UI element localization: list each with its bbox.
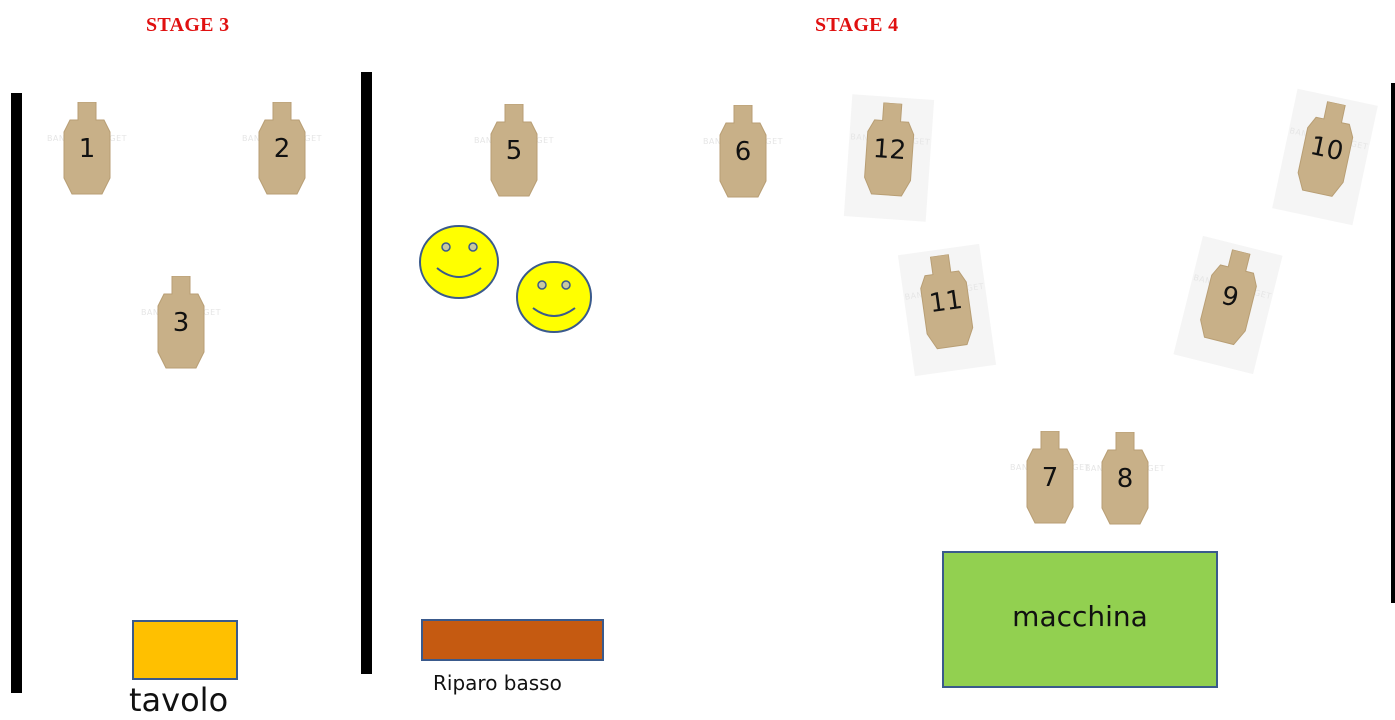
target-11: BANKWAY TARGET 11 — [897, 243, 997, 377]
target-number: 1 — [78, 134, 96, 164]
target-number: 7 — [1041, 463, 1059, 493]
target-silhouette-icon — [1200, 248, 1257, 346]
target-silhouette-icon — [719, 105, 767, 198]
target-1: BANKWAY TARGET 1 — [47, 102, 127, 212]
target-number: 6 — [734, 137, 752, 167]
target-silhouette-icon — [157, 276, 205, 369]
target-silhouette-icon — [63, 102, 111, 195]
target-9: BANKWAY TARGET 9 — [1173, 235, 1283, 375]
target-3: BANKWAY TARGET 3 — [141, 276, 221, 386]
target-silhouette-icon — [1026, 431, 1074, 524]
riparo-basso-box — [421, 619, 604, 661]
wall-left — [11, 93, 22, 693]
target-number: 2 — [273, 134, 291, 164]
target-number: 12 — [872, 133, 908, 167]
target-silhouette-icon — [864, 101, 915, 197]
target-7: BANKWAY TARGET 7 — [1010, 431, 1090, 541]
target-silhouette-icon — [490, 104, 538, 197]
target-silhouette-icon — [258, 102, 306, 195]
macchina-box — [942, 551, 1218, 688]
target-5: BANKWAY TARGET 5 — [474, 104, 554, 214]
wall-right — [1391, 83, 1395, 603]
target-8: BANKWAY TARGET 8 — [1085, 432, 1165, 542]
tavolo-label: tavolo — [129, 681, 229, 719]
target-2: BANKWAY TARGET 2 — [242, 102, 322, 212]
target-silhouette-icon — [1297, 100, 1354, 197]
target-silhouette-icon — [920, 253, 974, 350]
target-number: 5 — [505, 136, 523, 166]
stage-4-title: STAGE 4 — [815, 14, 899, 36]
target-number: 8 — [1116, 464, 1134, 494]
riparo-basso-label: Riparo basso — [433, 671, 562, 695]
target-silhouette-icon — [1101, 432, 1149, 525]
no-shoot-smiley-2 — [516, 261, 592, 333]
no-shoot-smiley-1 — [419, 225, 499, 299]
stage-3-title: STAGE 3 — [146, 14, 230, 36]
tavolo-box — [132, 620, 238, 680]
wall-middle — [361, 72, 372, 674]
target-10: BANKWAY TARGET 10 — [1272, 88, 1378, 226]
target-12: BANKWAY TARGET 12 — [843, 94, 935, 222]
target-6: BANKWAY TARGET 6 — [703, 105, 783, 215]
target-number: 3 — [172, 308, 190, 338]
macchina-label: macchina — [1012, 600, 1148, 633]
